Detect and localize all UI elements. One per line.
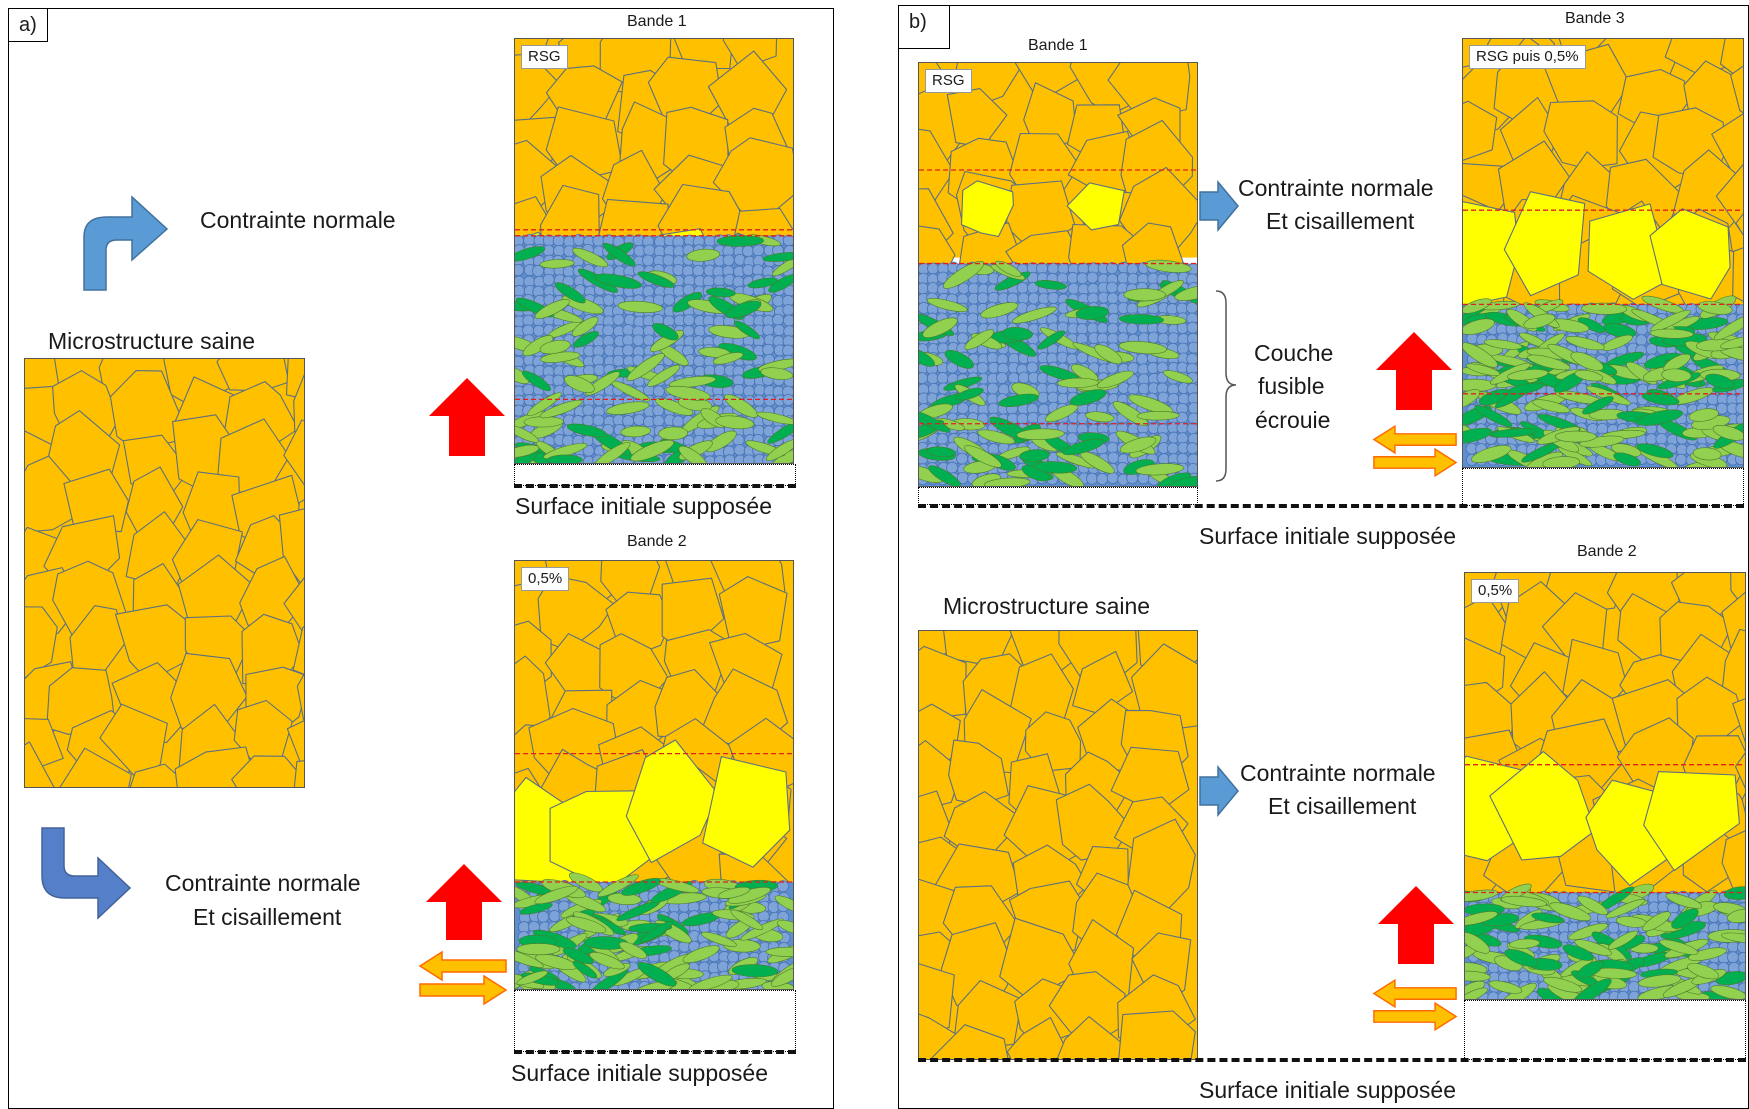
b-band3-initial-surface-gap: [1462, 468, 1744, 506]
shear-arrows-icon: [1372, 424, 1458, 478]
b-band1-title: Bande 1: [1028, 37, 1088, 54]
band2-microstructure: [515, 561, 793, 989]
b-band2-title: Bande 2: [1577, 543, 1637, 560]
b-band1-initial-surface-gap: [918, 487, 1198, 505]
b-band1-section: RSG: [918, 62, 1198, 487]
b-surface-label-bottom: Surface initiale supposée: [1199, 1077, 1456, 1103]
band2-section: 0,5%: [514, 560, 794, 990]
panel-b-label: b): [898, 5, 950, 49]
red-up-arrow-icon: [426, 864, 502, 940]
band1-microstructure: [515, 39, 793, 463]
b-band3-title: Bande 3: [1565, 10, 1625, 27]
b-healthy-microstructure: [918, 630, 1198, 1060]
arrow-bottom-label-2: Et cisaillement: [193, 904, 342, 930]
b-band2-section: 0,5%: [1464, 572, 1746, 1000]
arrow-top-label: Contrainte normale: [200, 207, 396, 233]
red-up-arrow-icon: [1378, 886, 1454, 964]
b-band3-section: RSG puis 0,5%: [1462, 38, 1744, 468]
curved-arrow-down-right-icon: [41, 827, 132, 920]
healthy-microstructure: [24, 358, 305, 788]
b-arrow-top-label-2: Et cisaillement: [1266, 208, 1415, 234]
b-band2-initial-surface-gap: [1464, 1000, 1746, 1060]
band2-initial-surface-line: [514, 1050, 796, 1054]
band2-title: Bande 2: [627, 533, 687, 550]
b-arrow-bottom-label-2: Et cisaillement: [1268, 793, 1417, 819]
red-up-arrow-icon: [429, 378, 505, 456]
panel-a-label: a): [8, 8, 48, 42]
blue-right-arrow-icon: [1199, 765, 1239, 817]
b-surface-label-top: Surface initiale supposée: [1199, 523, 1456, 549]
grain-field: [25, 359, 304, 787]
b-band3-tag: RSG puis 0,5%: [1469, 45, 1586, 69]
layer-label-2: fusible: [1258, 373, 1325, 399]
shear-arrows-icon: [1372, 978, 1458, 1032]
red-up-arrow-icon: [1376, 332, 1452, 410]
b-bottom-initial-surface-line: [918, 1058, 1746, 1062]
b-grain-field: [919, 631, 1197, 1059]
blue-right-arrow-icon: [1199, 180, 1239, 232]
healthy-title: Microstructure saine: [48, 328, 256, 354]
layer-label-1: Couche: [1254, 340, 1334, 366]
shear-arrows-icon: [418, 950, 508, 1006]
arrow-bottom-label-1: Contrainte normale: [165, 870, 361, 896]
band1-title: Bande 1: [627, 13, 687, 30]
b-arrow-bottom-label-1: Contrainte normale: [1240, 760, 1436, 786]
b-arrow-top-label-1: Contrainte normale: [1238, 175, 1434, 201]
brace-icon: [1215, 290, 1237, 482]
b-band2-tag: 0,5%: [1471, 579, 1520, 603]
b-band1-microstructure: [919, 63, 1197, 486]
band1-section: RSG: [514, 38, 794, 464]
b-band2-microstructure: [1465, 573, 1745, 999]
band1-initial-surface-gap: [514, 464, 796, 486]
band1-surface-label: Surface initiale supposée: [515, 493, 772, 519]
b-healthy-title: Microstructure saine: [943, 593, 1151, 619]
band1-tag: RSG: [521, 45, 568, 69]
band1-initial-surface-line: [514, 484, 796, 488]
b-top-initial-surface-line: [918, 504, 1744, 508]
curved-arrow-up-right-icon: [83, 195, 169, 291]
band2-surface-label: Surface initiale supposée: [511, 1060, 768, 1086]
band2-initial-surface-gap: [514, 990, 796, 1052]
band2-tag: 0,5%: [521, 567, 570, 591]
b-band3-microstructure: [1463, 39, 1743, 467]
layer-label-3: écrouie: [1255, 407, 1331, 433]
b-band1-tag: RSG: [925, 69, 972, 93]
